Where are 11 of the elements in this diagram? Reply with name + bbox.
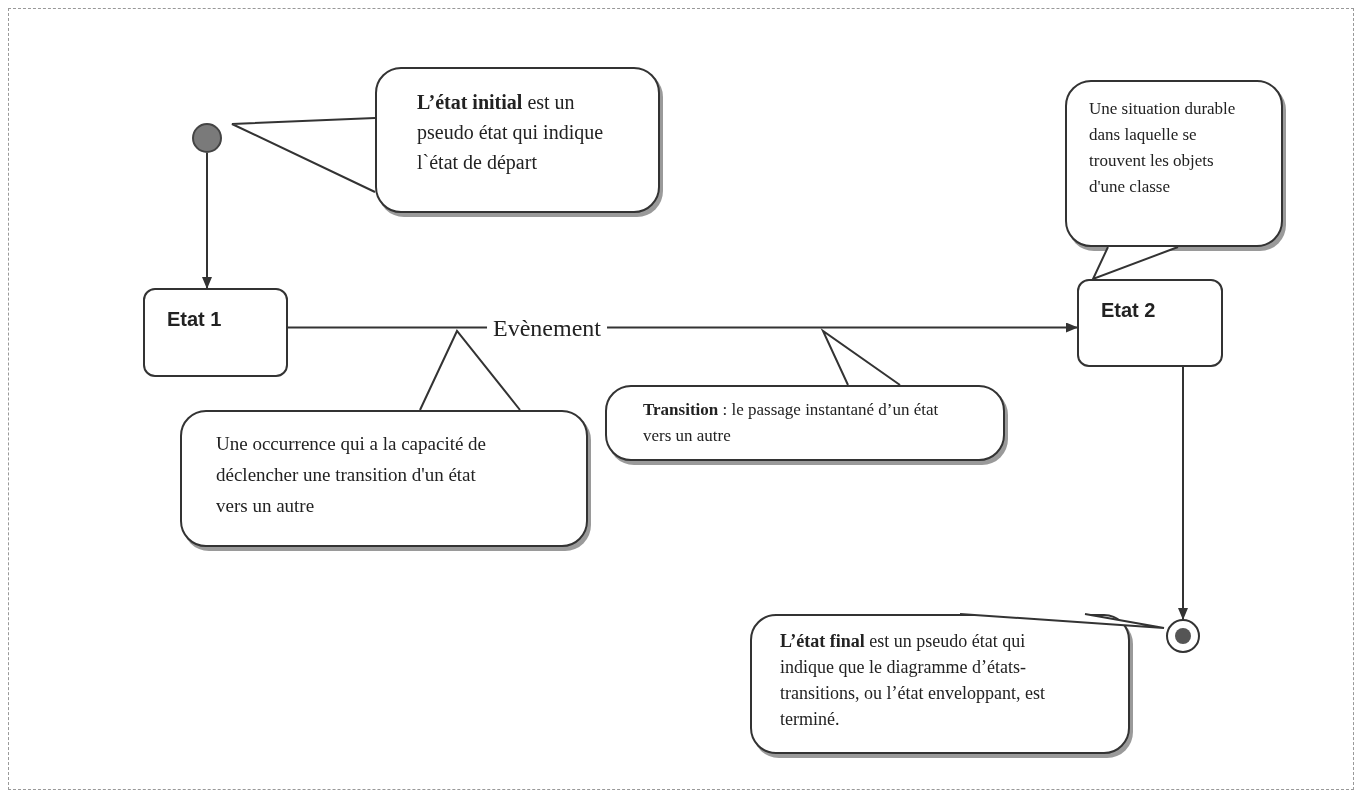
transition-arrow [1178,366,1188,620]
state-name: Etat 1 [167,307,223,332]
state-box [143,288,288,377]
final-state-symbol [1166,619,1200,653]
callout-text: Une occurrence qui a la capacité de déclencher une transition d'un état vers un autre [216,432,488,518]
state-name: Etat 2 [1101,298,1157,323]
callout-text: Une situation durable dans laquelle se trouvent les objets d'une classe [1089,98,1237,198]
callout-text: L’état initial est un pseudo état qui indique l`état de départ [417,90,605,176]
callout-text: L’état final est un pseudo état qui indique que le diagramme d’états-transitions, ou l’état enveloppant, est terminé. [780,630,1046,731]
transition-arrow [202,152,212,289]
callout-text: Transition : le passage instantané d’un état vers un autre [643,399,940,447]
